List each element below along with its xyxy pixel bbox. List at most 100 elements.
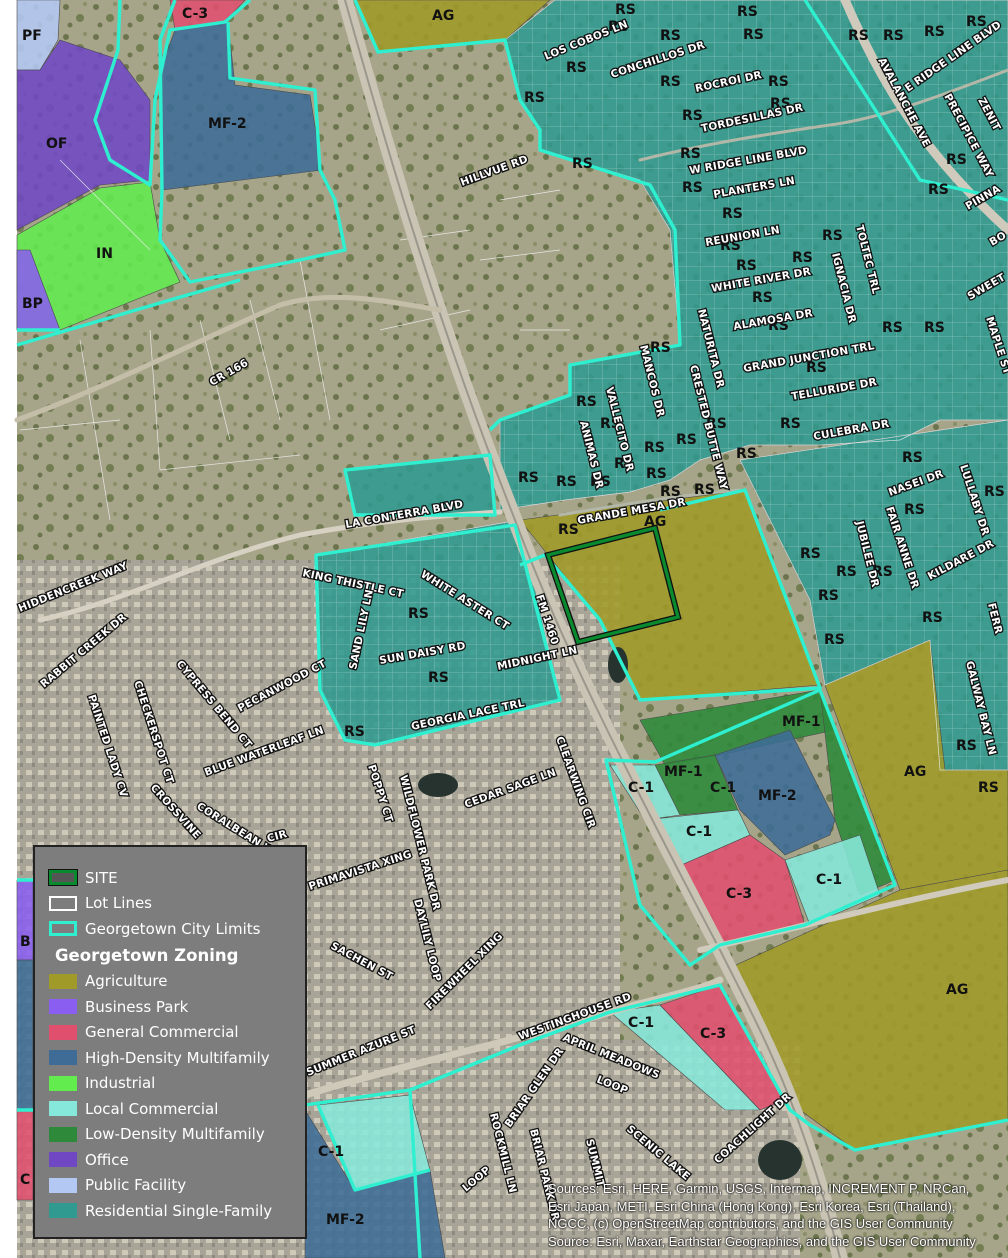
zone-label-in: IN (96, 246, 113, 262)
zone-label-c3-mid: C-3 (726, 886, 752, 902)
zone-label-rs: RS (902, 450, 923, 466)
zone-label-mf1-north: MF-1 (782, 714, 821, 730)
site-parcel-outline (545, 525, 681, 645)
zone-label-c3-south: C-3 (700, 1026, 726, 1042)
map-legend: SITE Lot Lines Georgetown City Limits Ge… (33, 845, 307, 1239)
zone-label-rs: RS (694, 482, 715, 498)
city-limit-south (304, 983, 1008, 1152)
class-label: Business Park (85, 997, 189, 1016)
zone-label-rs: RS (806, 360, 827, 376)
legend-lot-lines-label: Lot Lines (85, 894, 152, 913)
site-swatch (48, 869, 78, 887)
zone-label-pf: PF (22, 28, 42, 44)
zone-public-facility (16, 0, 61, 71)
zone-label-rs: RS (676, 432, 697, 448)
class-swatch (49, 1075, 77, 1091)
zone-label-rs: RS (768, 318, 789, 334)
zone-label-mf2-mid: MF-2 (758, 788, 797, 804)
zone-label-rs: RS (428, 670, 449, 686)
zone-label-rs: RS (822, 228, 843, 244)
zone-label-c-left: C (20, 1172, 30, 1188)
road-ridge-line (638, 68, 1008, 162)
road-cr166 (14, 294, 443, 423)
attribution-line: Source: Esri, Maxar, Earthstar Geographi… (548, 1233, 976, 1249)
zone-label-rs: RS (737, 4, 758, 20)
zone-label-mf2-low: MF-2 (326, 1212, 365, 1228)
zone-office (16, 39, 151, 231)
zone-label-c3-top: C-3 (182, 6, 208, 22)
road-east-highway (840, 0, 1008, 235)
legend-title: Georgetown Zoning (55, 945, 239, 965)
zone-label-rs: RS (615, 2, 636, 18)
left-edge (0, 0, 17, 1258)
legend-class: High-Density Multifamily (49, 1045, 295, 1071)
zone-label-rs: RS (590, 474, 611, 490)
class-swatch (49, 999, 77, 1015)
zone-label-rs: RS (792, 250, 813, 266)
city-limits-swatch (49, 921, 77, 937)
zone-label-rs: RS (924, 320, 945, 336)
legend-lot-lines: Lot Lines (49, 891, 295, 917)
zone-label-c1-southwest: C-1 (318, 1144, 344, 1160)
zone-label-rs: RS (558, 522, 579, 538)
zone-label-rs: RS (966, 14, 987, 30)
class-label: Residential Single-Family (85, 1201, 273, 1220)
legend-city-limits-label: Georgetown City Limits (85, 919, 261, 938)
city-limit-mf2 (158, 0, 347, 284)
legend-class: Residential Single-Family (49, 1198, 295, 1224)
zone-label-rs: RS (824, 632, 845, 648)
attribution-line: Sources: Esri, HERE, Garmin, USGS, Inter… (548, 1181, 970, 1196)
class-swatch (49, 1126, 77, 1142)
zone-label-rs: RS (344, 724, 365, 740)
zone-label-rs: RS (576, 394, 597, 410)
class-swatch (49, 1152, 77, 1168)
zone-label-rs: RS (848, 28, 869, 44)
city-limits (16, 0, 1008, 1258)
zone-label-rs: RS (644, 440, 665, 456)
class-swatch (49, 1101, 77, 1117)
zone-label-rs: RS (904, 502, 925, 518)
attribution-text: Sources: Esri, HERE, Garmin, USGS, Inter… (548, 1180, 1008, 1250)
zone-label-rs: RS (650, 340, 671, 356)
zone-label-c1-south: C-1 (628, 1015, 654, 1031)
zone-label-rs: RS (722, 206, 743, 222)
zone-label-rs: RS (524, 90, 545, 106)
zone-label-rs: RS (883, 28, 904, 44)
zone-label-rs: RS (556, 474, 577, 490)
zone-label-ag-east: AG (904, 764, 926, 780)
city-limit-commercial (604, 688, 897, 967)
legend-class: General Commercial (49, 1020, 295, 1046)
city-limit-west-strip (16, 278, 241, 347)
zone-label-c1-north: C-1 (628, 780, 654, 796)
city-limit-ag (353, 0, 682, 432)
zone-label-rs: RS (922, 610, 943, 626)
legend-class: Local Commercial (49, 1096, 295, 1122)
zone-label-rs: RS (818, 588, 839, 604)
zone-label-ag-site: AG (644, 514, 666, 530)
attribution-line: NGCC, (c) OpenStreetMap contributors, an… (548, 1216, 953, 1231)
zone-label-rs: RS (660, 74, 681, 90)
zone-label-rs: RS (614, 456, 635, 472)
legend-site: SITE (48, 865, 295, 891)
zone-label-rs: RS (682, 108, 703, 124)
zone-label-rs: RS (608, 19, 629, 35)
city-limit-east (803, 0, 1008, 202)
city-limit-rs-west (314, 523, 562, 747)
zone-label-rs: RS (768, 74, 789, 90)
zone-label-rs: RS (660, 484, 681, 500)
zone-label-c1-mid-b: C-1 (686, 824, 712, 840)
zone-label-rs: RS (956, 738, 977, 754)
zone-label-rs: RS (872, 564, 893, 580)
city-limit-northwest (93, 0, 252, 187)
zone-labels: PF OF IN BP C-3 MF-2 AG RS RS RS RS RS R… (20, 2, 1005, 1228)
zone-label-c1-mid-a: C-1 (710, 780, 736, 796)
zone-label-rs: RS (566, 60, 587, 76)
road-grande-mesa (558, 488, 742, 517)
lot-lines-swatch (49, 895, 77, 911)
zone-label-rs: RS (660, 28, 681, 44)
zone-label-bp: BP (22, 296, 43, 312)
zone-label-b-left: B (20, 934, 31, 950)
legend-city-limits: Georgetown City Limits (49, 916, 295, 942)
